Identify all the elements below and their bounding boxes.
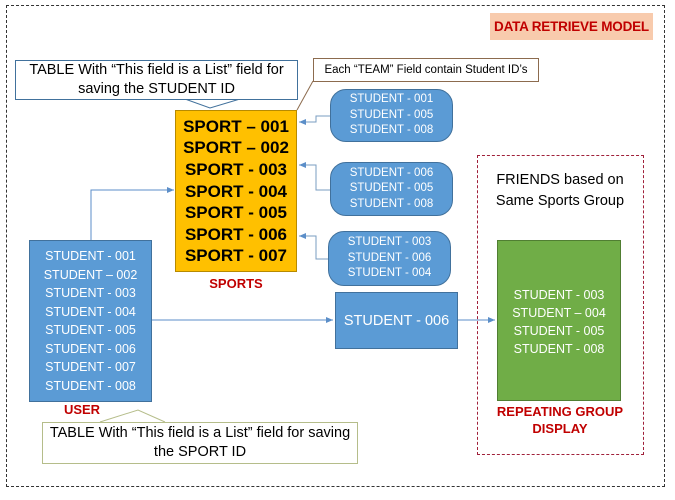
diagram-frame <box>6 5 665 487</box>
team-student: STUDENT - 006 <box>349 166 434 179</box>
team-group: STUDENT - 006 STUDENT - 005 STUDENT - 00… <box>330 162 453 216</box>
sport-item: SPORT - 003 <box>184 159 288 179</box>
user-table: STUDENT - 001 STUDENT – 002 STUDENT - 00… <box>29 240 152 402</box>
team-student: STUDENT - 008 <box>349 124 434 137</box>
sports-label: SPORTS <box>209 276 263 291</box>
repeating-group-list: STUDENT - 003 STUDENT – 004 STUDENT - 00… <box>497 240 621 401</box>
friend-item: STUDENT - 008 <box>513 342 605 356</box>
user-item: STUDENT - 003 <box>45 286 136 300</box>
diagram-title: DATA RETRIEVE MODEL <box>490 13 653 40</box>
sport-item: SPORT – 002 <box>183 138 289 158</box>
team-student: STUDENT - 005 <box>349 182 434 195</box>
user-item: STUDENT - 006 <box>45 341 136 356</box>
team-student: STUDENT - 001 <box>349 93 434 106</box>
sports-table: SPORT – 001 SPORT – 002 SPORT - 003 SPOR… <box>175 110 297 272</box>
sport-item: SPORT - 004 <box>184 181 288 201</box>
team-student: STUDENT - 006 <box>347 251 432 264</box>
team-student: STUDENT - 003 <box>347 236 432 249</box>
repeating-group-label: REPEATING GROUP DISPLAY <box>496 404 624 436</box>
friends-heading: FRIENDS based on Same Sports Group <box>495 172 625 210</box>
friend-item: STUDENT - 003 <box>513 288 605 302</box>
team-group: STUDENT - 001 STUDENT - 005 STUDENT - 00… <box>330 89 453 142</box>
user-item: STUDENT - 004 <box>45 304 136 319</box>
team-student: STUDENT - 004 <box>347 267 432 280</box>
team-field-callout: Each “TEAM” Field contain Student ID’s <box>313 58 539 82</box>
friend-item: STUDENT - 005 <box>513 324 605 338</box>
sport-item: SPORT - 007 <box>184 246 288 266</box>
sports-table-callout: TABLE With “This field is a List” field … <box>15 60 298 100</box>
user-item: STUDENT – 002 <box>43 267 138 282</box>
user-item: STUDENT - 001 <box>45 249 136 263</box>
team-student: STUDENT - 008 <box>349 197 434 210</box>
sport-item: SPORT – 001 <box>183 116 289 136</box>
friend-item: STUDENT – 004 <box>512 306 606 320</box>
sport-item: SPORT - 005 <box>184 203 288 223</box>
current-user-box: STUDENT - 006 <box>335 292 458 349</box>
sport-item: SPORT - 006 <box>184 224 288 244</box>
team-group: STUDENT - 003 STUDENT - 006 STUDENT - 00… <box>328 231 451 286</box>
repeating-group-frame <box>477 155 644 455</box>
team-student: STUDENT - 005 <box>349 108 434 121</box>
user-table-callout: TABLE With “This field is a List” field … <box>42 422 358 464</box>
user-item: STUDENT - 007 <box>45 360 136 374</box>
user-item: STUDENT - 008 <box>45 378 136 393</box>
user-label: USER <box>63 402 101 417</box>
user-item: STUDENT - 005 <box>45 323 136 337</box>
